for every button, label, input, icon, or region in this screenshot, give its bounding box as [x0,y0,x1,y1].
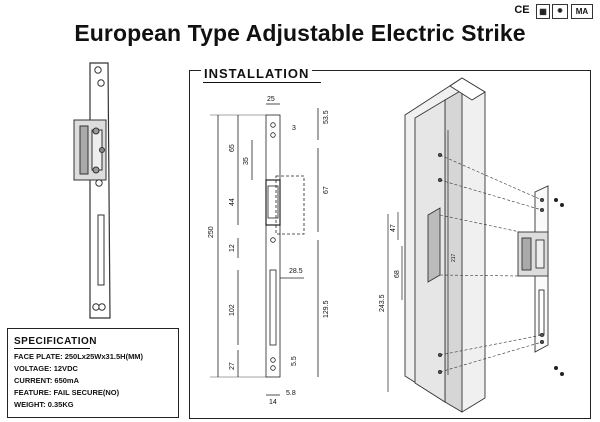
dim-14: 14 [269,399,277,406]
specification-heading: SPECIFICATION [14,336,97,347]
front-view-drawing [210,103,319,396]
iso-dimension-lines [387,130,449,392]
spec-face-plate: FACE PLATE: 250Lx25Wx31.5H(MM) [14,352,144,361]
ce-mark: CE [514,4,530,16]
spec-weight: WEIGHT: 0.35KG [14,400,74,409]
dim-offset-3: 3 [292,125,296,132]
ma-mark: MA [571,4,593,19]
dim-243-5: 243.5 [379,294,386,312]
isometric-strike-plate [517,185,549,353]
spec-voltage: VOLTAGE: 12VDC [14,364,78,373]
dim-27: 27 [229,362,236,370]
dim-67: 67 [323,186,330,194]
installation-heading-rule [203,82,321,83]
installation-panel [189,70,591,419]
installation-heading: INSTALLATION [201,66,313,81]
dim-102: 102 [229,304,236,316]
isometric-door-frame [404,77,486,413]
dim-129-5: 129.5 [323,300,330,318]
dim-44: 44 [229,198,236,206]
dim-12: 12 [229,244,236,252]
spec-current: CURRENT: 650mA [14,376,80,385]
specification-panel [7,328,179,418]
dim-5-8: 5.8 [286,390,296,397]
dim-35: 35 [243,157,250,165]
alignment-dashes [439,154,543,373]
spec-feature: FEATURE: FAIL SECURE(NO) [14,388,120,397]
dim-47: 47 [390,224,397,232]
dim-217: 217 [451,253,457,262]
dim-width-25: 25 [267,96,275,103]
quality-mark-icon: ◉ [552,4,568,19]
dim-53-5: 53.5 [323,110,330,124]
dim-250: 250 [208,226,215,238]
product-strike-plate [73,62,111,319]
screws [554,198,564,376]
dim-28-5: 28.5 [289,268,303,275]
dim-5-5: 5.5 [291,356,298,366]
specification-heading-rule [14,348,90,349]
dim-68: 68 [394,270,401,278]
dim-65: 65 [229,144,236,152]
page-title: European Type Adjustable Electric Strike [74,20,526,46]
test-mark-icon: ▦ [536,4,550,19]
